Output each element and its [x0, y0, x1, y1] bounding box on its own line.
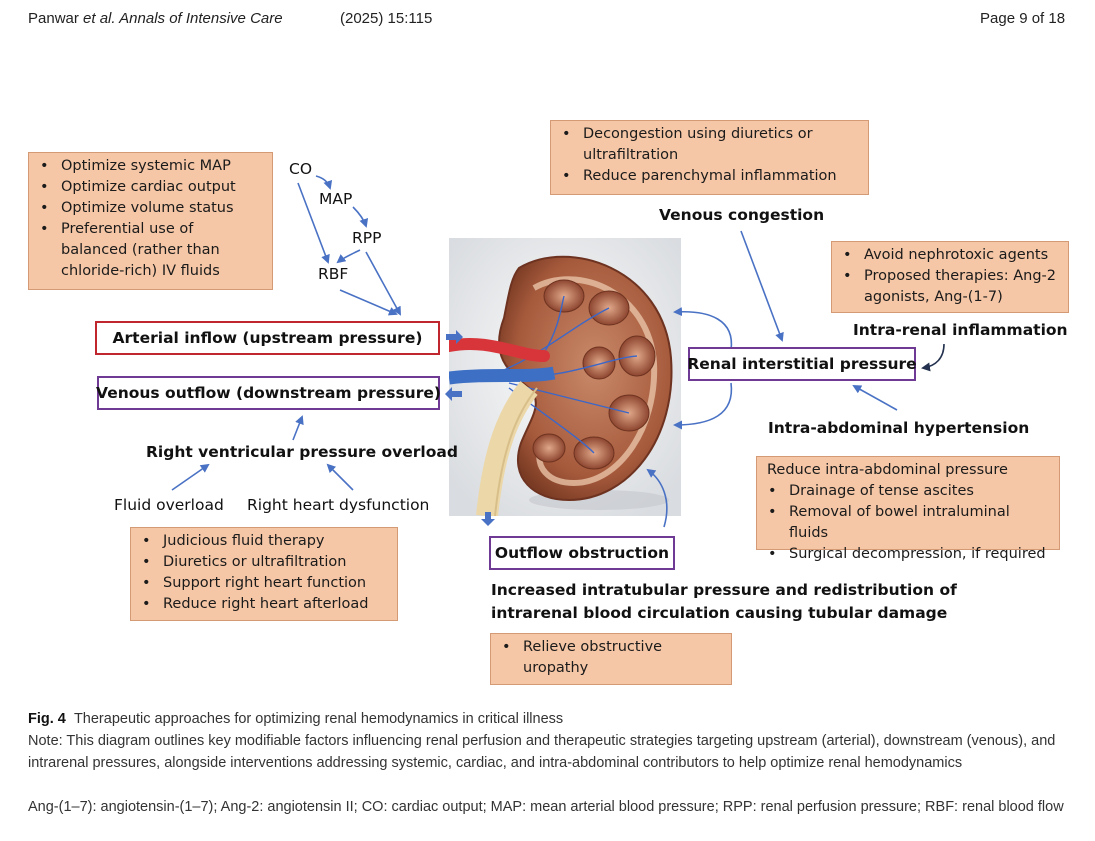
decongestion-item: Reduce parenchymal inflammation	[559, 166, 858, 187]
iap-item: Surgical decompression, if required	[765, 544, 1049, 565]
rbf-label: RBF	[318, 265, 349, 283]
interstitial-to-kidney-top-arrow	[673, 307, 733, 351]
rpp-to-inflow-arrow	[365, 251, 401, 316]
figure-note: Note: This diagram outlines key modifiab…	[28, 733, 1056, 771]
tubular-damage-line1: Increased intratubular pressure and redi…	[491, 581, 957, 599]
header-authors: Panwar	[28, 10, 79, 27]
venous-outflow-frame: Venous outflow (downstream pressure)	[96, 376, 441, 410]
iap-title: Reduce intra-abdominal pressure	[767, 462, 1008, 478]
rh-dysfunction-arrow	[326, 463, 354, 491]
iap-box: Reduce intra-abdominal pressure Drainage…	[756, 456, 1060, 565]
iap-item: Removal of bowel intraluminal fluids	[765, 502, 1049, 544]
decongestion-box: Decongestion using diuretics or ultrafil…	[550, 120, 869, 195]
decongestion-item: Decongestion using diuretics or ultrafil…	[559, 124, 858, 166]
rv-item: Support right heart function	[139, 573, 387, 594]
header-etal: et al.	[78, 10, 116, 27]
fluid-overload-arrow	[171, 463, 210, 491]
obstruction-to-kidney-arrow	[646, 468, 668, 528]
figure-abbreviations: Ang-(1–7): angiotensin-(1–7); Ang-2: ang…	[28, 799, 1064, 815]
fluid-overload-label: Fluid overload	[114, 496, 224, 514]
upstream-item: Optimize systemic MAP	[37, 156, 262, 177]
iah-arrow	[852, 385, 898, 411]
rv-item: Judicious fluid therapy	[139, 531, 387, 552]
running-header: Panwar et al. Annals of Intensive Care	[28, 10, 283, 27]
nephrotoxic-item: Avoid nephrotoxic agents	[840, 245, 1058, 266]
obstruction-item: Relieve obstructive uropathy	[499, 637, 721, 679]
header-year-volume: (2025) 15:115	[340, 10, 433, 27]
figure-title: Therapeutic approaches for optimizing re…	[73, 711, 564, 727]
map-label: MAP	[319, 190, 353, 208]
rv-to-venous-outflow-arrow	[292, 415, 304, 441]
interstitial-to-kidney-bottom-arrow	[673, 382, 733, 430]
header-journal: Annals of Intensive Care	[115, 10, 283, 27]
nephrotoxic-item: Proposed therapies: Ang-2 agonists, Ang-…	[840, 266, 1058, 308]
rv-item: Reduce right heart afterload	[139, 594, 387, 615]
outflow-obstruction-frame: Outflow obstruction	[489, 536, 675, 570]
inflow-block-arrow	[446, 330, 463, 344]
intrarenal-inflammation-label: Intra-renal inflammation	[853, 321, 1068, 339]
rpp-to-rbf-arrow	[336, 249, 361, 264]
venous-congestion-arrow	[740, 230, 784, 342]
iah-label: Intra-abdominal hypertension	[768, 419, 1030, 437]
arterial-inflow-frame: Arterial inflow (upstream pressure)	[95, 321, 440, 355]
rv-overload-label: Right ventricular pressure overload	[146, 443, 458, 461]
co-to-map-arrow	[315, 175, 333, 190]
co-label: CO	[289, 160, 313, 178]
venous-congestion-label: Venous congestion	[659, 206, 825, 224]
tubular-damage-line2: intrarenal blood circulation causing tub…	[491, 604, 948, 622]
rv-item: Diuretics or ultrafiltration	[139, 552, 387, 573]
rh-dysfunction-label: Right heart dysfunction	[247, 496, 430, 514]
obstruction-box: Relieve obstructive uropathy	[490, 633, 732, 685]
upstream-item: Optimize volume status	[37, 198, 262, 219]
renal-interstitial-label: Renal interstitial pressure	[687, 355, 917, 373]
outflow-block-arrow	[445, 387, 462, 401]
kidney-illustration	[449, 238, 681, 516]
venous-outflow-label: Venous outflow (downstream pressure)	[96, 384, 441, 402]
figure-number: Fig. 4	[28, 711, 66, 727]
upstream-item: Preferential use of balanced (rather tha…	[37, 219, 262, 282]
arterial-inflow-label: Arterial inflow (upstream pressure)	[112, 329, 423, 347]
rv-therapy-box: Judicious fluid therapy Diuretics or ult…	[130, 527, 398, 621]
co-to-rbf-arrow	[297, 182, 330, 264]
nephrotoxic-box: Avoid nephrotoxic agents Proposed therap…	[831, 241, 1069, 313]
map-to-rpp-arrow	[352, 206, 369, 228]
outflow-obstruction-label: Outflow obstruction	[494, 544, 670, 562]
renal-interstitial-frame: Renal interstitial pressure	[687, 347, 917, 381]
ureter-block-arrow	[481, 512, 495, 526]
figure-caption-title: Fig. 4 Therapeutic approaches for optimi…	[28, 708, 1070, 730]
upstream-item: Optimize cardiac output	[37, 177, 262, 198]
rpp-label: RPP	[352, 229, 382, 247]
header-page-number: Page 9 of 18	[980, 10, 1066, 27]
inflammation-to-interstitial-arrow	[921, 343, 945, 372]
rbf-to-inflow-arrow	[339, 289, 398, 316]
iap-item: Drainage of tense ascites	[765, 481, 1049, 502]
upstream-therapy-box: Optimize systemic MAP Optimize cardiac o…	[28, 152, 273, 290]
